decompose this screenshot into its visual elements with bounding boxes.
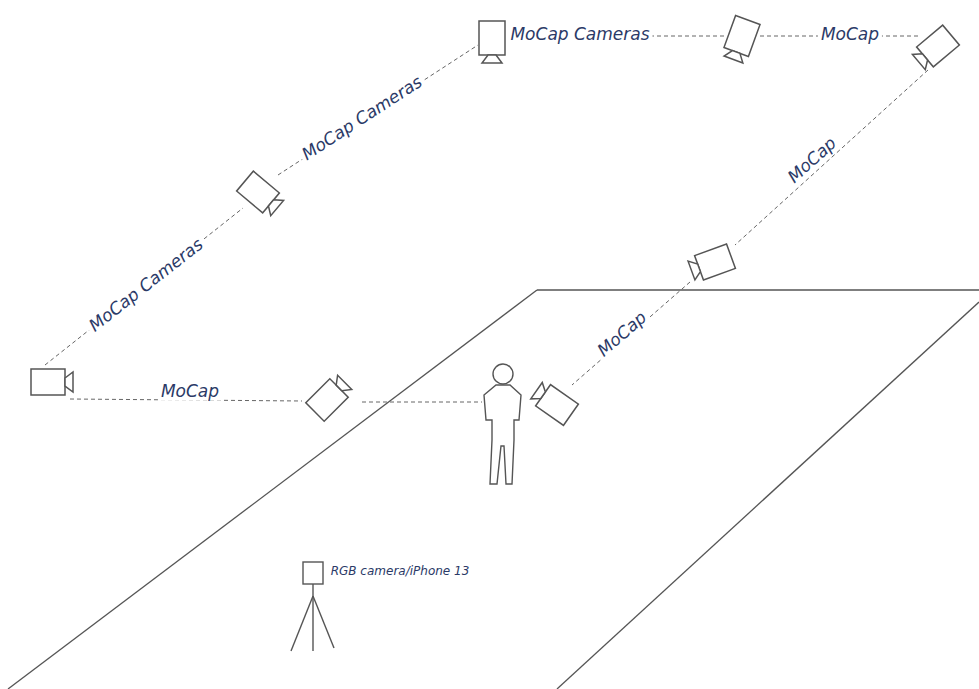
mocap-cameras: [31, 16, 959, 426]
dashed-link: [362, 402, 482, 403]
mocap-camera: [237, 171, 286, 218]
dashed-link: [45, 208, 243, 365]
camera-links: [45, 36, 928, 402]
dashed-link: [278, 45, 478, 175]
tripod-leg: [312, 584, 313, 596]
floor-edge: [8, 290, 537, 689]
tripod-leg: [312, 596, 313, 651]
device-label: RGB camera/iPhone 13: [328, 565, 473, 578]
rgb-camera: [291, 562, 334, 651]
rgb-camera-body: [303, 562, 323, 584]
person-body: [484, 385, 521, 484]
mocap-camera: [306, 373, 354, 421]
dashed-link: [572, 282, 690, 385]
mocap-camera: [721, 16, 760, 64]
tripod-leg: [313, 596, 334, 648]
person-figure: [484, 364, 521, 484]
camera-label: MoCap: [158, 382, 222, 401]
camera-label: MoCap Cameras: [296, 71, 428, 166]
mocap-camera: [479, 21, 505, 63]
camera-label: MoCap: [818, 25, 882, 44]
camera-label: MoCap: [782, 132, 842, 189]
mocap-camera: [31, 369, 73, 395]
tripod-leg: [291, 596, 313, 651]
floor-edge: [537, 289, 979, 290]
mocap-camera: [910, 25, 959, 72]
dashed-link: [735, 70, 928, 245]
mocap-camera: [687, 244, 735, 283]
camera-label: MoCap Cameras: [83, 233, 209, 337]
floor-edge: [557, 302, 979, 689]
mocap-camera: [529, 380, 578, 425]
person-head: [493, 364, 513, 384]
camera-label: MoCap Cameras: [507, 25, 652, 44]
floor: [8, 290, 979, 689]
camera-label: MoCap: [592, 306, 653, 362]
